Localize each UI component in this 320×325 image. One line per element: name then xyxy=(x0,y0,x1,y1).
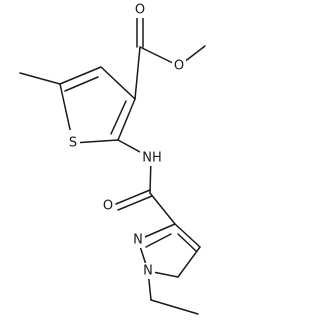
carbonyl-oxygen-ester-bg xyxy=(133,2,147,18)
bond-c3-c4-pz xyxy=(174,223,201,248)
ester-oxygen-bg xyxy=(172,57,186,73)
bond-c5-c4 xyxy=(59,66,102,85)
bond-c2-s xyxy=(72,139,119,144)
sulfur-bg xyxy=(66,130,80,146)
bond-n2-c3-double xyxy=(145,233,172,248)
amide-nitrogen-bg xyxy=(140,150,164,166)
amide-nitrogen-label: NH xyxy=(142,151,162,166)
bond-ch2-ch3 xyxy=(150,299,199,315)
amide-oxygen-bg xyxy=(101,198,115,214)
ester-oxygen-label: O xyxy=(174,59,184,74)
bond-amide-c-c3 xyxy=(149,192,176,225)
bond-c4-c5-pz xyxy=(177,246,201,278)
bond-c4-c5-double xyxy=(64,76,99,92)
pyrazole-n1-bg xyxy=(141,263,155,279)
bond-c3-c4-pz-double xyxy=(177,233,197,252)
bond-c4-c3 xyxy=(100,66,136,100)
carbonyl-oxygen-ester-label: O xyxy=(135,3,145,18)
pyrazole-n2-label: N xyxy=(133,233,143,248)
bond-amide-c-o-b xyxy=(117,195,153,211)
bond-c3-c2 xyxy=(117,98,136,141)
pyrazole-n2-bg xyxy=(131,232,145,248)
bond-c5-methyl xyxy=(19,72,61,85)
bond-c3-c2-double xyxy=(110,100,127,135)
bond-amide-c-o-a xyxy=(115,189,151,205)
amide-oxygen-label: O xyxy=(103,199,113,214)
sulfur-label: S xyxy=(69,136,77,151)
pyrazole-n1-label: N xyxy=(143,264,153,279)
molecule-diagram: S O O NH O N N xyxy=(19,2,206,315)
bond-c3-ester-c xyxy=(134,46,141,100)
